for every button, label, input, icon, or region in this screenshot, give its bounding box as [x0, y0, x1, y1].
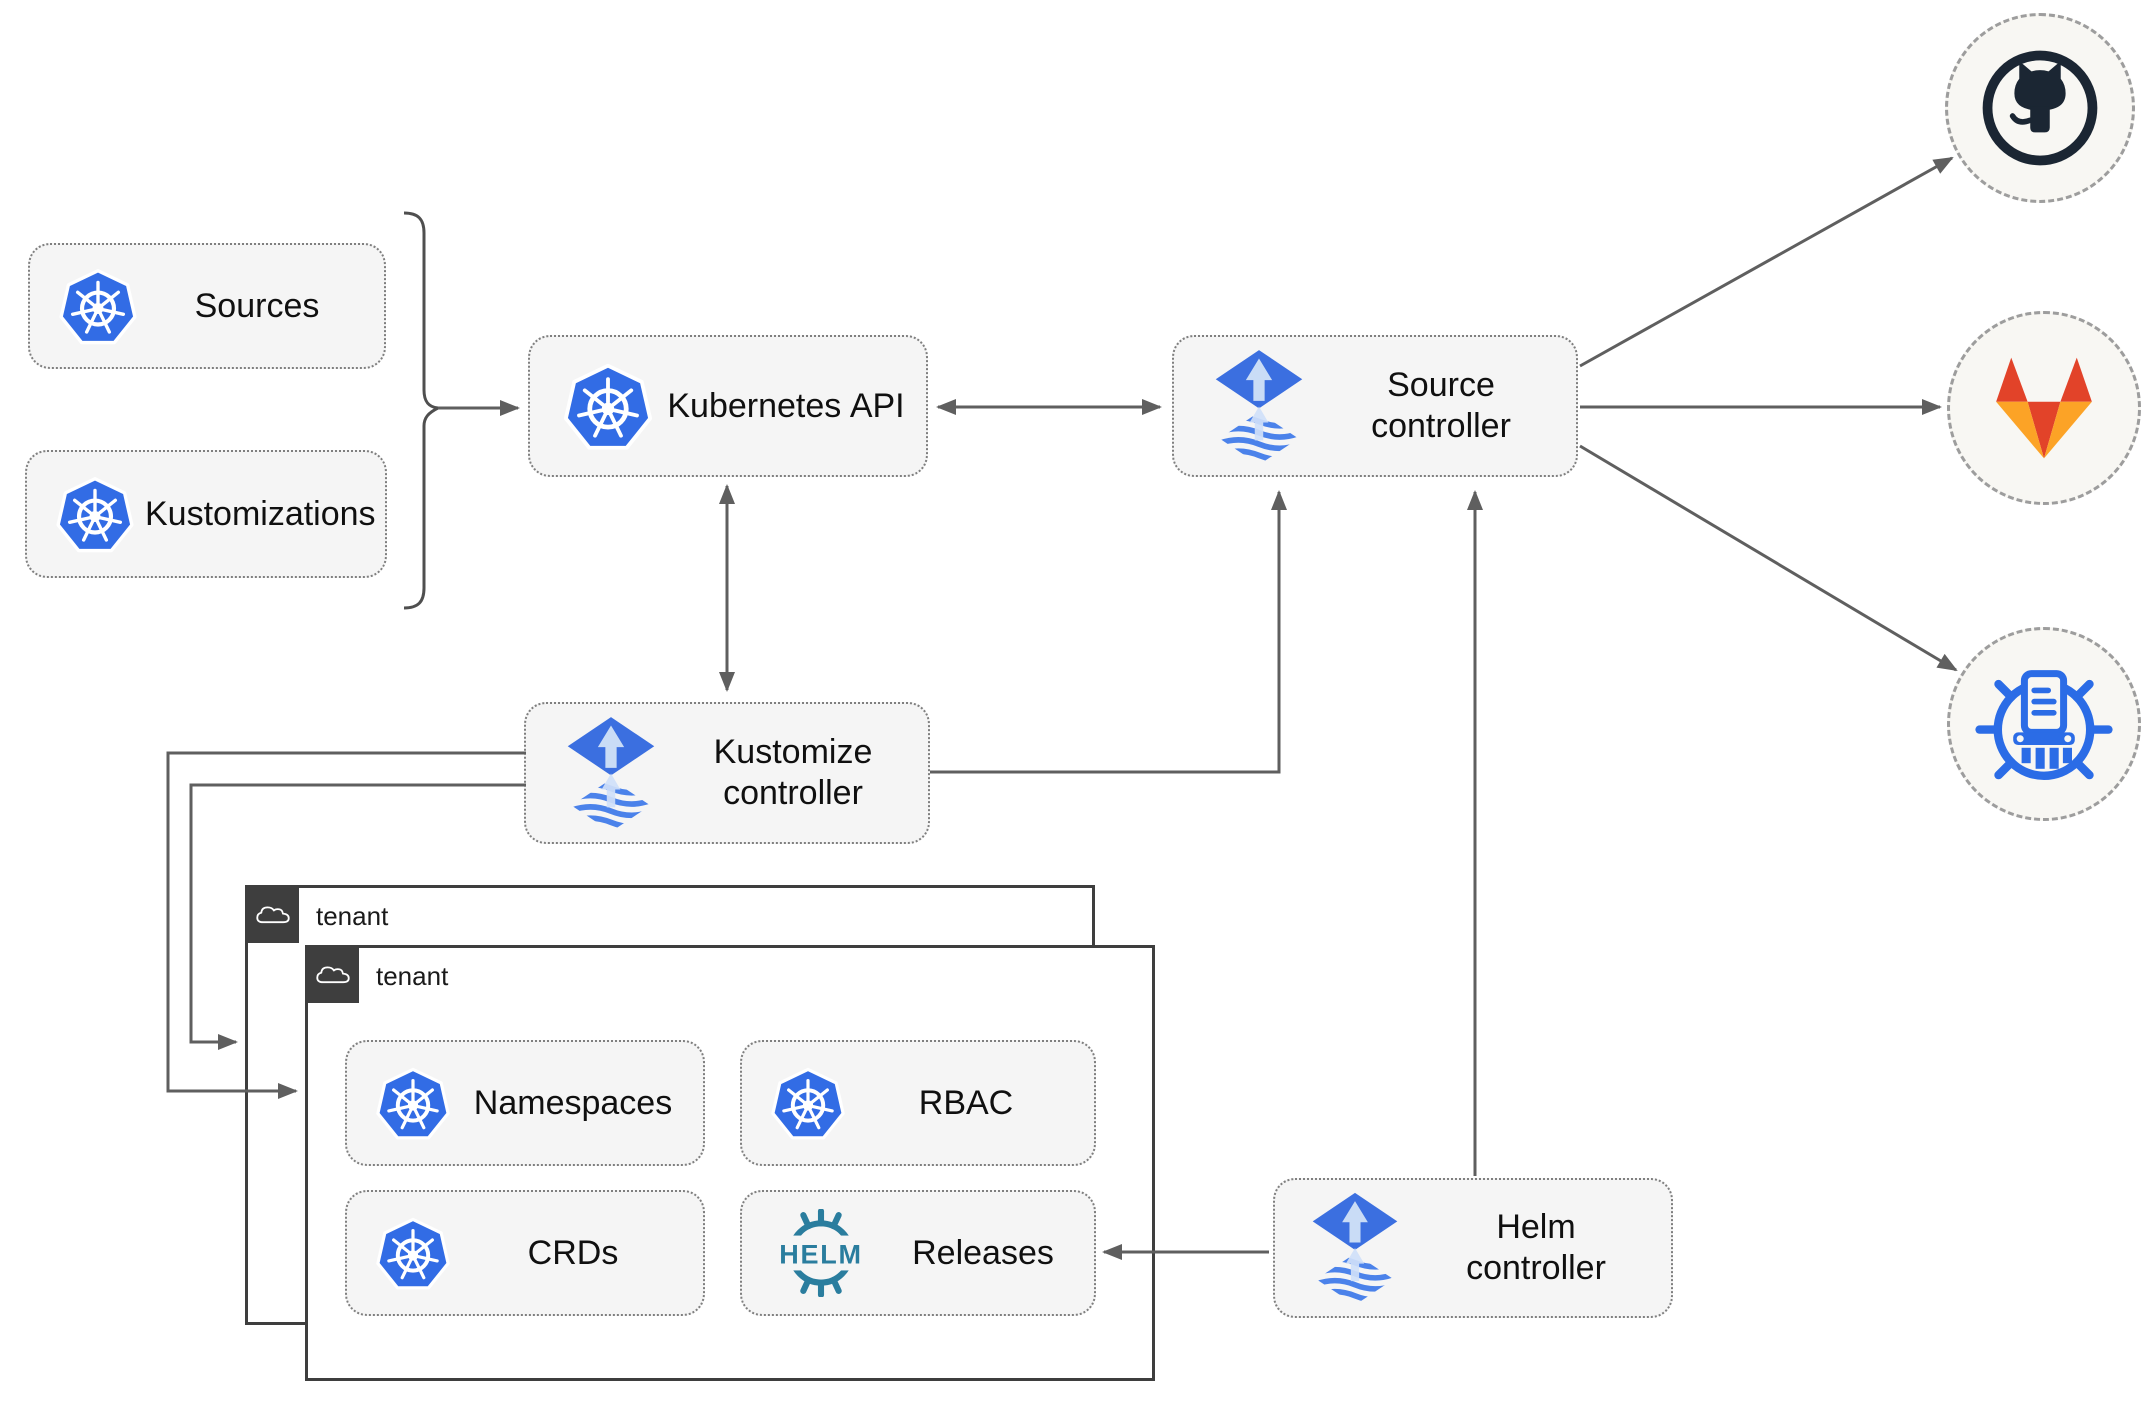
helm-controller-node[interactable]: Helm controller — [1273, 1178, 1673, 1318]
kubernetes-icon — [560, 358, 656, 454]
releases-node[interactable]: HELM Releases — [740, 1190, 1096, 1316]
kubernetes-icon — [373, 1213, 453, 1293]
tenant-front-label: tenant — [376, 961, 449, 991]
kustomizations-node[interactable]: Kustomizations — [25, 450, 387, 578]
releases-label: Releases — [912, 1233, 1054, 1272]
rbac-node[interactable]: RBAC — [740, 1040, 1096, 1166]
edge-sourcectrl-helmrepo — [1579, 444, 1958, 672]
kustomize-controller-node[interactable]: Kustomize controller — [524, 702, 930, 844]
edge-kustomizectrl-sourcectrl — [930, 490, 1287, 774]
github-endpoint[interactable] — [1945, 13, 2135, 203]
kubernetes-icon — [53, 472, 137, 556]
helm-logo-icon: HELM — [760, 1209, 882, 1297]
edge-sourcectrl-github — [1579, 156, 1954, 368]
flux-icon — [564, 715, 658, 832]
rbac-label: RBAC — [918, 1083, 1014, 1122]
sources-node[interactable]: Sources — [28, 243, 386, 369]
tenant-back-label: tenant — [316, 901, 389, 931]
helm-logo-text: HELM — [779, 1239, 862, 1269]
brace-resources — [403, 211, 444, 610]
crds-label: CRDs — [527, 1233, 619, 1272]
kubernetes-api-node[interactable]: Kubernetes API — [528, 335, 928, 477]
kubernetes-icon — [768, 1063, 848, 1143]
namespaces-label: Namespaces — [473, 1083, 673, 1122]
cloud-icon — [247, 887, 299, 943]
namespaces-node[interactable]: Namespaces — [345, 1040, 705, 1166]
kubernetes-icon — [373, 1063, 453, 1143]
helm-controller-label: Helm controller — [1466, 1208, 1606, 1287]
kubernetes-api-label: Kubernetes API — [667, 386, 905, 425]
cloud-icon — [307, 947, 359, 1003]
gitlab-endpoint[interactable] — [1947, 311, 2141, 505]
github-octocat-icon — [1979, 47, 2101, 169]
gitlab-tanuki-icon — [1981, 350, 2107, 466]
kustomizations-label: Kustomizations — [145, 494, 376, 533]
crds-node[interactable]: CRDs — [345, 1190, 705, 1316]
kubernetes-icon — [56, 264, 140, 348]
sources-label: Sources — [194, 286, 320, 325]
source-controller-node[interactable]: Source controller — [1172, 335, 1578, 477]
flux-icon — [1309, 1191, 1401, 1305]
helm-repository-endpoint[interactable] — [1947, 627, 2141, 821]
flux-icon — [1212, 348, 1306, 465]
chartmuseum-wheel-icon — [1974, 654, 2114, 794]
kustomize-controller-label: Kustomize controller — [713, 733, 873, 812]
source-controller-label: Source controller — [1371, 366, 1511, 445]
